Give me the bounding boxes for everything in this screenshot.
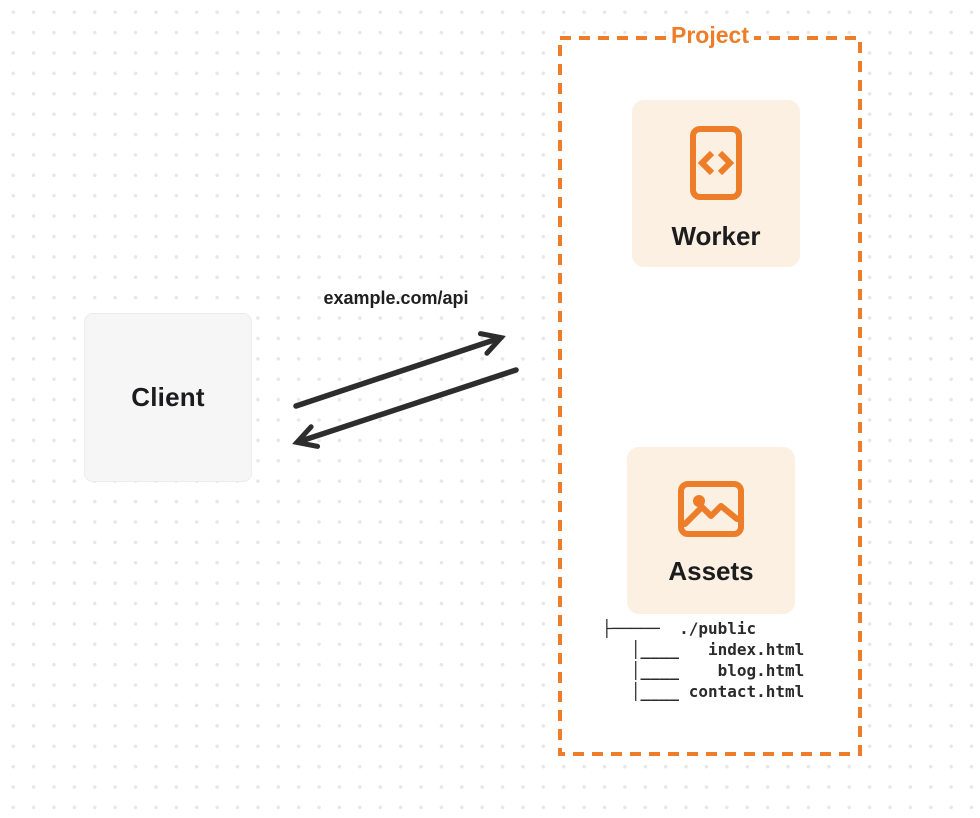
assets-label: Assets xyxy=(668,556,754,586)
client-label: Client xyxy=(131,382,205,412)
request-url-label: example.com/api xyxy=(323,288,469,308)
image-icon xyxy=(678,481,744,542)
worker-node: Worker xyxy=(632,100,800,267)
assets-file-tree: ├───── ./public │____ index.html │____ b… xyxy=(602,619,805,701)
assets-node: Assets xyxy=(627,447,795,614)
code-file-icon xyxy=(690,126,742,205)
client-node: Client xyxy=(84,313,252,482)
worker-label: Worker xyxy=(671,221,761,251)
response-arrow xyxy=(298,367,519,442)
request-arrow xyxy=(293,338,500,409)
